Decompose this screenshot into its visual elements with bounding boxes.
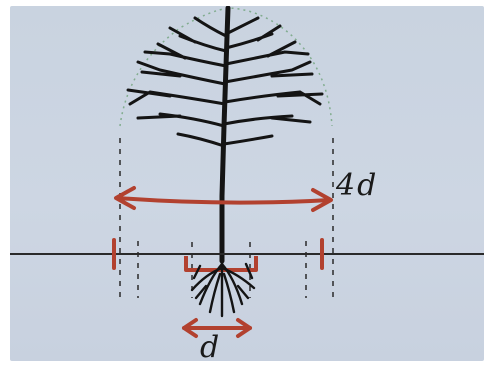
canopy-width-label: 4d xyxy=(336,168,378,203)
guide-lines xyxy=(120,138,333,298)
photo-sketch xyxy=(10,6,484,361)
trunk xyxy=(222,8,228,261)
roots xyxy=(192,258,254,316)
root-width-label: d xyxy=(200,330,219,365)
tree-sketch-drawing xyxy=(10,6,484,361)
